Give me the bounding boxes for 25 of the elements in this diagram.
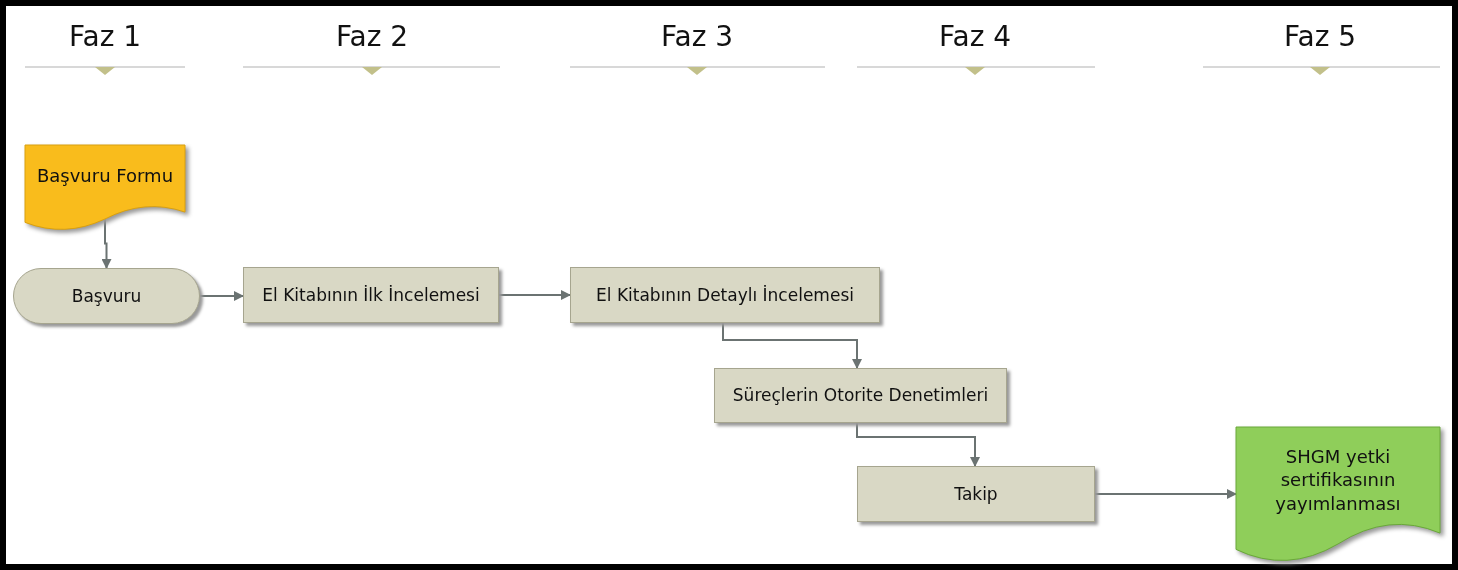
phase-label: Faz 1 [67,20,143,53]
phase-label: Faz 3 [659,20,735,53]
node-label: Başvuru Formu [35,164,175,189]
node-label: Süreçlerin Otorite Denetimleri [731,384,990,407]
arrow [498,290,571,300]
arrow [1094,489,1237,499]
process-box [570,267,880,323]
process-box [714,368,1007,423]
phase-label: Faz 2 [334,20,410,53]
node-label: Başvuru [70,284,143,308]
document-shape [1236,427,1440,563]
arrow [101,217,112,269]
node-label: El Kitabının Detaylı İncelemesi [595,283,855,307]
process-box [243,267,499,323]
arrow [856,422,980,467]
terminator-shape [13,268,200,324]
node-label: SHGM yetki sertifikasının yayımlanması [1274,444,1402,516]
phase-label: Faz 4 [937,20,1013,53]
node-label: El Kitabının İlk İncelemesi [261,283,481,307]
phase-label: Faz 5 [1282,20,1358,53]
process-box [857,466,1095,522]
document-shape [25,145,185,231]
arrow [722,322,862,369]
arrow [199,291,244,301]
node-label: Takip [953,482,999,506]
